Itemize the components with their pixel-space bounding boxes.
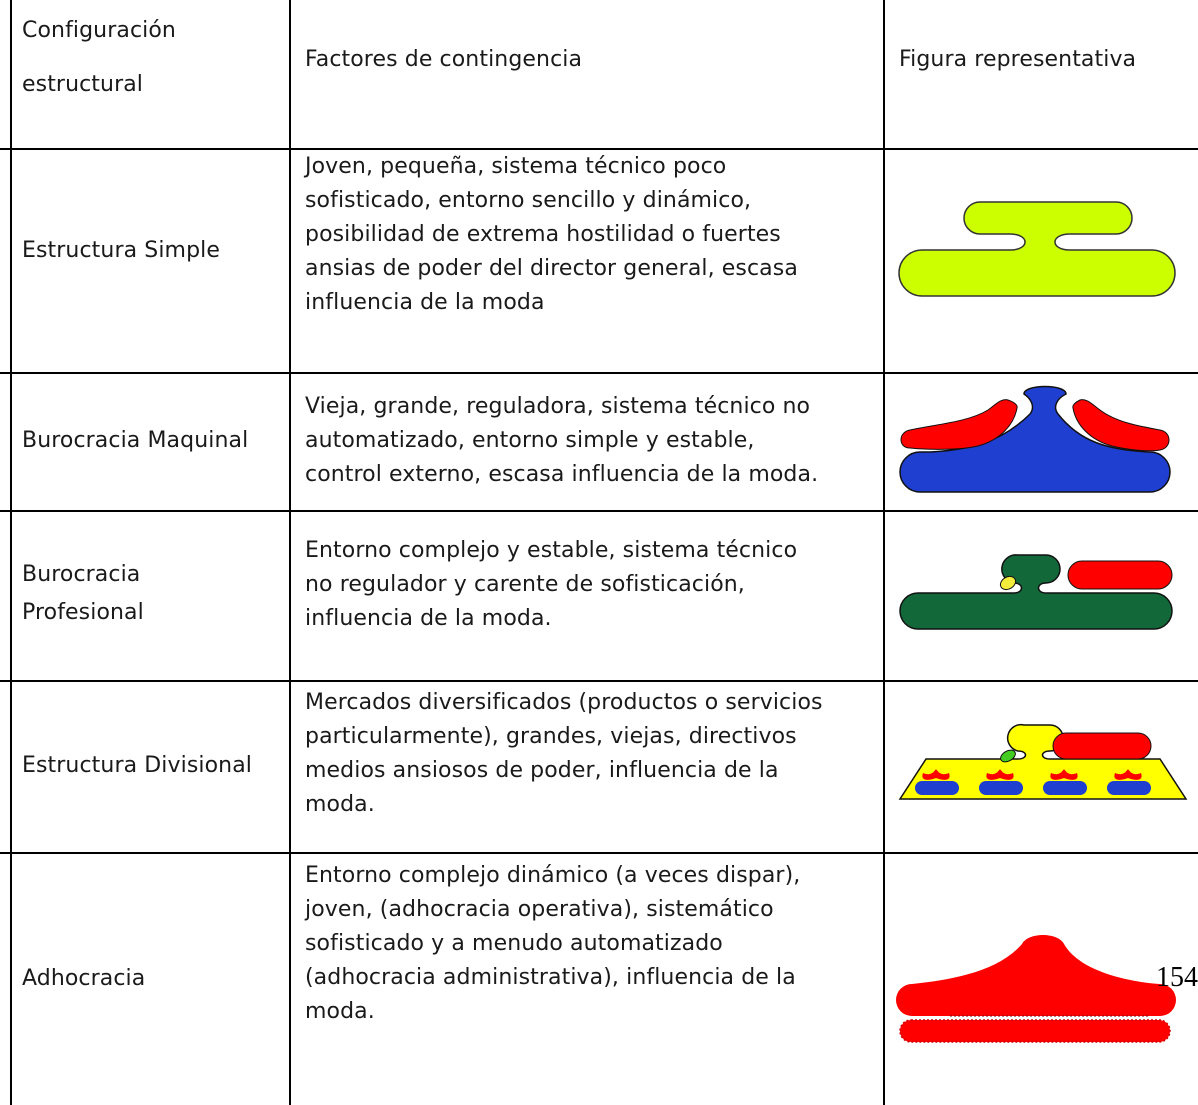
table-row-divider — [0, 852, 1198, 854]
row-factores-estructura-divisional: Mercados diversificados (productos o ser… — [305, 690, 823, 817]
header-figura: Figura representativa — [899, 47, 1137, 72]
table-divider-col2 — [883, 0, 885, 1105]
estructura-simple-figure — [898, 201, 1176, 297]
row-config-adhocracia: Adhocracia — [22, 966, 146, 991]
row-factores-adhocracia: Entorno complejo dinámico (a veces dispa… — [305, 863, 801, 1024]
table-divider-col1 — [289, 0, 291, 1105]
table-border-left — [10, 0, 12, 1105]
burocracia-maquinal-figure — [899, 385, 1171, 493]
page-number: 154 — [1156, 962, 1198, 993]
table-row-divider — [0, 510, 1198, 512]
division-unit — [1043, 769, 1087, 795]
header-configuracion: Configuración estructural — [22, 18, 176, 97]
header-factores: Factores de contingencia — [305, 47, 583, 72]
burocracia-profesional-figure — [899, 554, 1173, 630]
row-factores-burocracia-profesional: Entorno complejo y estable, sistema técn… — [305, 538, 798, 631]
row-config-burocracia-maquinal: Burocracia Maquinal — [22, 428, 249, 453]
adhocracia-figure — [896, 935, 1176, 1043]
row-config-burocracia-profesional: Burocracia Profesional — [22, 562, 144, 625]
division-unit — [979, 769, 1023, 795]
row-config-estructura-divisional: Estructura Divisional — [22, 753, 253, 778]
row-factores-burocracia-maquinal: Vieja, grande, reguladora, sistema técni… — [305, 394, 819, 487]
table-row-divider — [0, 680, 1198, 682]
table-row-divider — [0, 148, 1198, 150]
division-unit — [1107, 769, 1151, 795]
table-row-divider — [0, 372, 1198, 374]
division-unit — [915, 769, 959, 795]
row-factores-estructura-simple: Joven, pequeña, sistema técnico poco sof… — [305, 154, 798, 315]
estructura-divisional-figure — [898, 723, 1188, 800]
row-config-estructura-simple: Estructura Simple — [22, 238, 220, 263]
